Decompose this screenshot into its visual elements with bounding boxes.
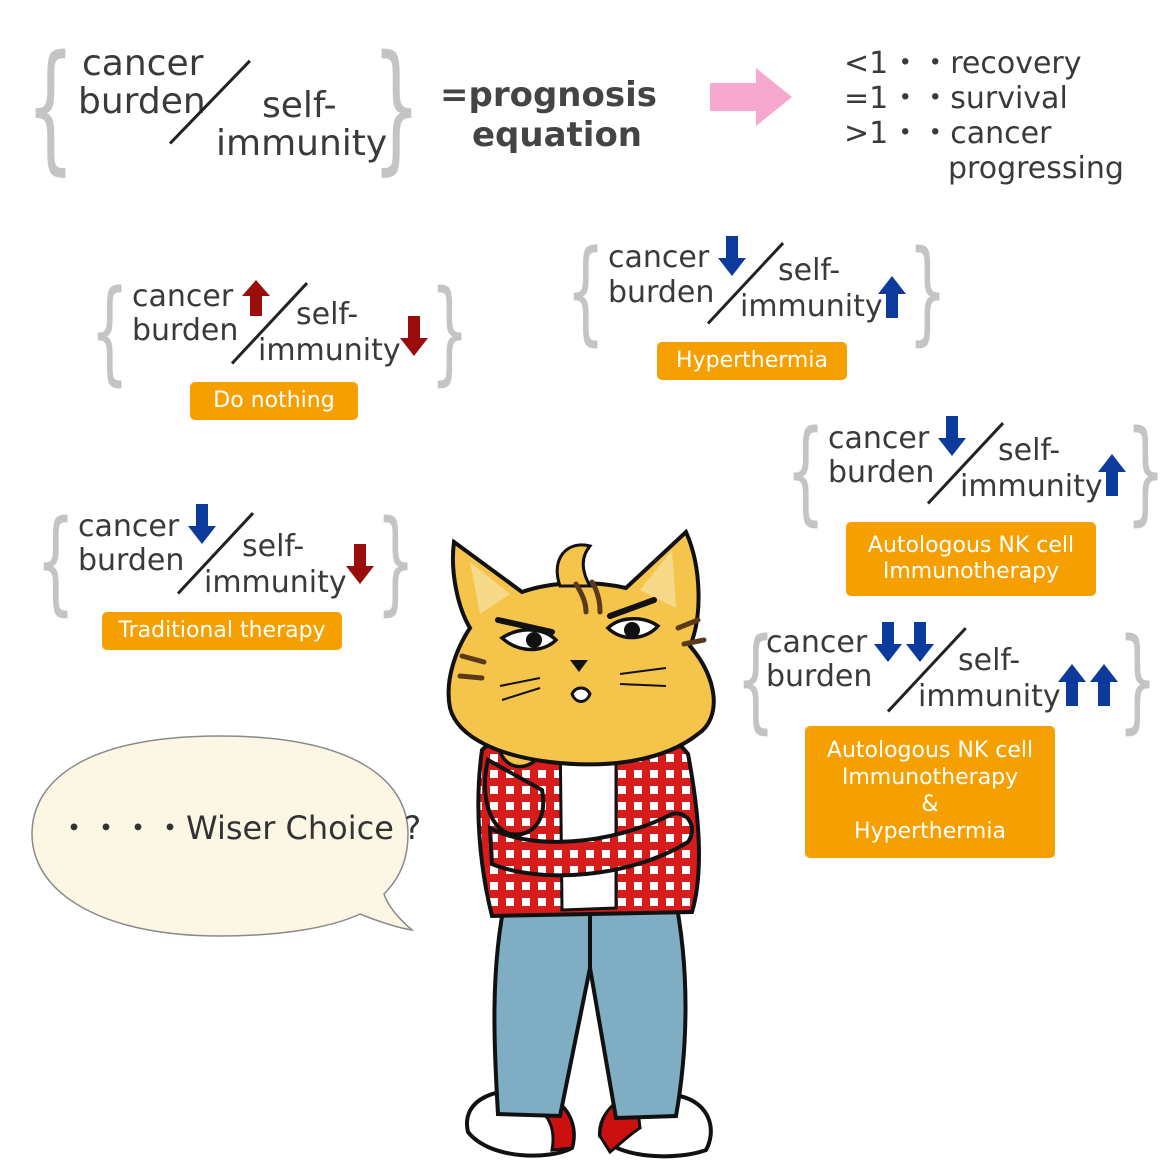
denominator-self: self- bbox=[242, 529, 305, 564]
denominator-immunity: immunity bbox=[740, 289, 883, 324]
prognosis-equation-label-line2: equation bbox=[472, 115, 643, 155]
denominator-immunity: immunity bbox=[258, 333, 401, 368]
left-brace: { bbox=[736, 615, 776, 745]
left-brace: { bbox=[786, 407, 826, 537]
double-arrow-up-icon bbox=[1058, 664, 1118, 706]
label-nk-cell: Autologous NK cell Immunotherapy bbox=[846, 522, 1096, 596]
jeans bbox=[492, 889, 688, 1121]
double-arrow-down-icon bbox=[874, 622, 934, 662]
arrow-down-icon bbox=[400, 316, 428, 356]
right-brace: } bbox=[1126, 407, 1166, 537]
denominator-self: self- bbox=[778, 253, 841, 288]
numerator-burden: burden bbox=[828, 455, 935, 490]
denominator-immunity: immunity bbox=[204, 565, 347, 600]
numerator-cancer: cancer bbox=[766, 625, 868, 660]
tiger-cat-icon bbox=[446, 528, 716, 1159]
arrow-up-icon bbox=[242, 280, 270, 316]
pink-right-arrow-icon bbox=[710, 68, 792, 126]
label-do-nothing: Do nothing bbox=[190, 382, 358, 420]
speech-bubble-text: ・・・・Wiser Choice ? bbox=[58, 809, 422, 847]
arrow-up-icon bbox=[878, 276, 906, 318]
right-brace: } bbox=[430, 267, 470, 397]
right-brace: } bbox=[1118, 615, 1158, 745]
legend-row-cancer: >1・・cancer bbox=[844, 116, 1052, 151]
main-denominator-line2: immunity bbox=[216, 123, 388, 164]
denominator-self: self- bbox=[958, 643, 1021, 678]
label-hyperthermia: Hyperthermia bbox=[657, 342, 847, 380]
numerator-cancer: cancer bbox=[132, 279, 234, 314]
main-numerator-line2: burden bbox=[78, 81, 206, 122]
denominator-self: self- bbox=[998, 433, 1061, 468]
right-brace: } bbox=[376, 497, 416, 627]
numerator-cancer: cancer bbox=[608, 240, 710, 275]
legend-row-survival: =1・・survival bbox=[844, 81, 1068, 116]
right-brace: } bbox=[908, 227, 948, 357]
label-traditional-therapy: Traditional therapy bbox=[102, 612, 342, 650]
numerator-burden: burden bbox=[608, 275, 715, 310]
arrow-down-icon bbox=[938, 416, 966, 456]
denominator-immunity: immunity bbox=[918, 679, 1061, 714]
denominator-immunity: immunity bbox=[960, 469, 1103, 504]
arrow-down-icon bbox=[188, 504, 216, 544]
arrow-down-icon bbox=[718, 236, 746, 276]
numerator-cancer: cancer bbox=[78, 509, 180, 544]
left-brace: { bbox=[90, 267, 130, 397]
legend-row-recovery: <1・・recovery bbox=[844, 46, 1082, 81]
numerator-burden: burden bbox=[78, 543, 185, 578]
label-nk-hyperthermia: Autologous NK cell Immunotherapy & Hyper… bbox=[805, 726, 1055, 858]
denominator-self: self- bbox=[296, 297, 359, 332]
legend-row-progressing: progressing bbox=[948, 151, 1124, 186]
arrow-up-icon bbox=[1098, 454, 1126, 496]
numerator-cancer: cancer bbox=[828, 421, 930, 456]
left-brace: { bbox=[26, 26, 75, 189]
right-brace: } bbox=[372, 26, 421, 189]
numerator-burden: burden bbox=[132, 313, 239, 348]
main-denominator-line1: self- bbox=[262, 85, 337, 126]
cat-head bbox=[446, 528, 716, 767]
prognosis-equation-label: =prognosis bbox=[440, 75, 657, 115]
main-numerator-line1: cancer bbox=[82, 43, 204, 84]
numerator-burden: burden bbox=[766, 659, 873, 694]
arrow-down-icon bbox=[346, 544, 374, 584]
left-brace: { bbox=[566, 227, 606, 357]
left-brace: { bbox=[36, 497, 76, 627]
